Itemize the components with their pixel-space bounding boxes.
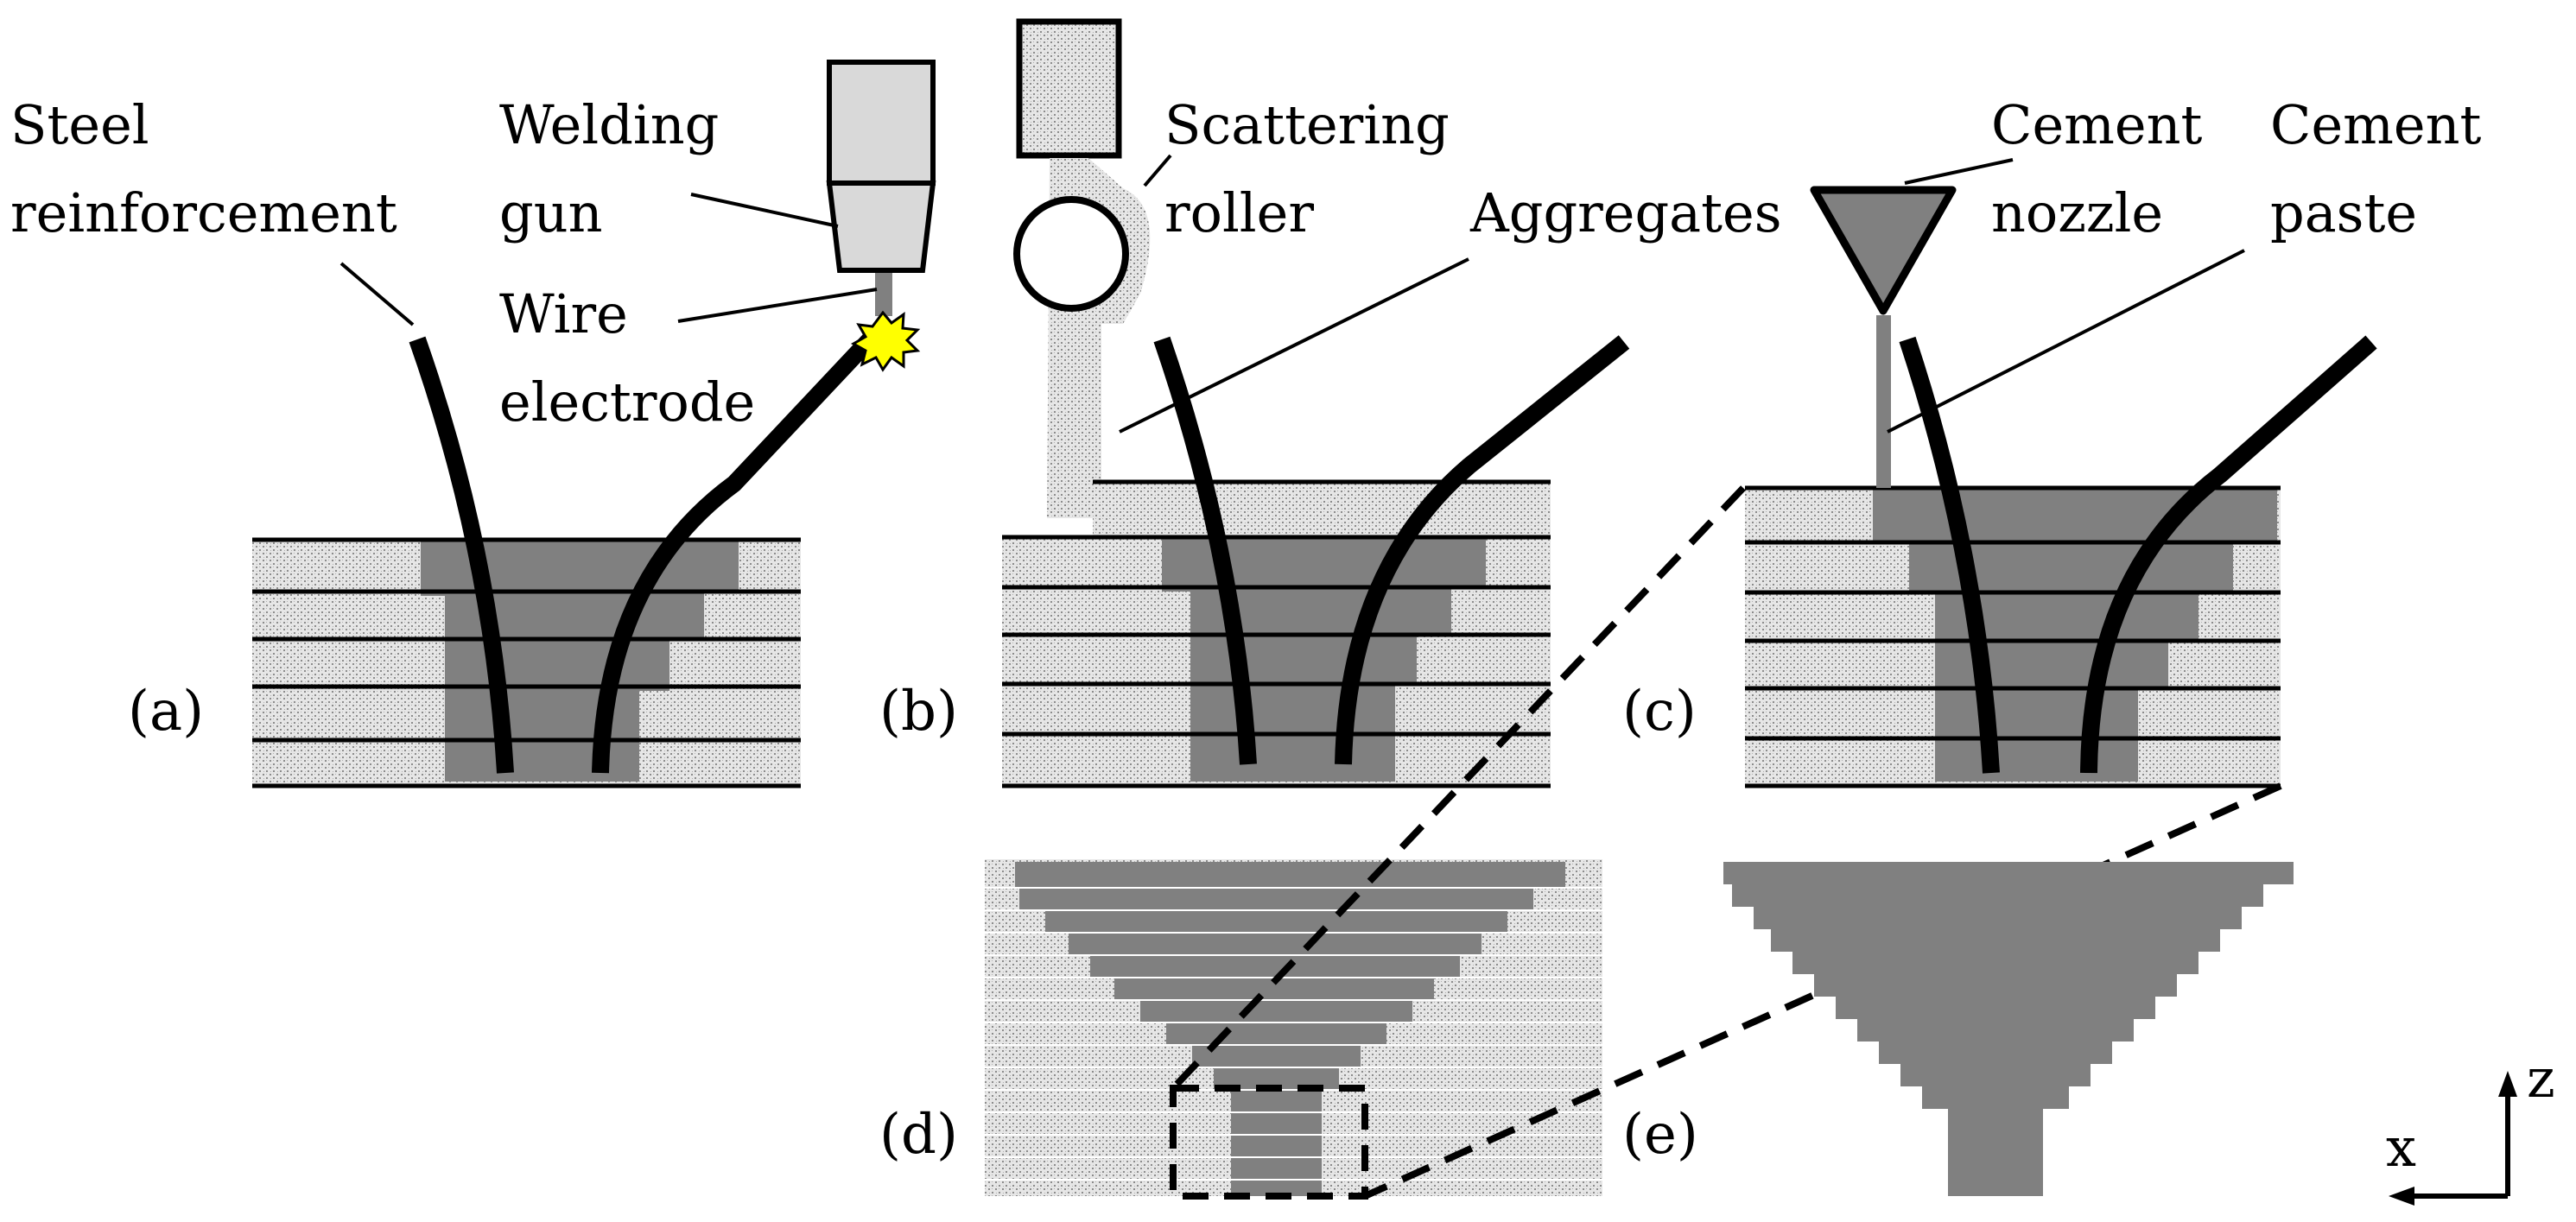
- rebar-right-a: [592, 331, 879, 774]
- label-cement-nozzle-1: Cement: [1991, 93, 2203, 156]
- layer-lines-c: [1745, 485, 2281, 788]
- z-axis-head: [2498, 1071, 2517, 1097]
- rebar-right-b: [1335, 335, 1630, 765]
- panel-a: Steel reinforcement Welding gun Wire ele…: [10, 60, 936, 788]
- welding-gun-nozzle: [826, 180, 936, 273]
- panel-label-a: (a): [128, 680, 204, 744]
- rebar-left-a: [409, 336, 514, 774]
- label-paste: paste: [2270, 181, 2417, 244]
- label-wire: Wire: [499, 282, 628, 345]
- panel-d: (d): [879, 859, 1602, 1200]
- panel-label-d: (d): [879, 1103, 958, 1167]
- scattering-roller: [1013, 196, 1129, 312]
- label-roller: roller: [1164, 181, 1314, 244]
- paste-region-c: [1873, 488, 2277, 782]
- leader-aggregates: [1119, 257, 1469, 434]
- detail-box-d: [1170, 1085, 1368, 1200]
- rebar-left-c: [1899, 336, 2000, 774]
- leader-cement-nozzle: [1904, 158, 2014, 185]
- label-reinforcement: reinforcement: [10, 181, 397, 244]
- axis-label-z: z: [2527, 1047, 2555, 1110]
- paste-tree-e: [1723, 862, 2294, 1196]
- label-scattering: Scattering: [1164, 93, 1450, 156]
- axis-label-x: x: [2386, 1116, 2416, 1179]
- panel-b: Scattering roller Aggregates (b): [879, 18, 1782, 788]
- label-aggregates: Aggregates: [1469, 181, 1782, 244]
- rebar-right-c: [2080, 335, 2377, 774]
- panel-label-b: (b): [879, 680, 958, 744]
- leader-wire-electrode: [677, 288, 878, 323]
- axes-indicator: z x: [2386, 1047, 2555, 1206]
- panel-c: Cement nozzle Cement paste (c): [1622, 93, 2482, 788]
- wire-electrode: [875, 273, 892, 316]
- panel-label-e: (e): [1622, 1103, 1698, 1167]
- weld-spark: [850, 310, 921, 372]
- label-steel: Steel: [10, 93, 149, 156]
- leader-cement-paste: [1887, 249, 2245, 434]
- paste-tree-d: [1015, 862, 1565, 1196]
- panel-e: (e): [1622, 862, 2294, 1196]
- rebar-left-b: [1153, 336, 1257, 765]
- label-electrode: electrode: [499, 370, 755, 434]
- layer-lines-b: [1002, 479, 1551, 788]
- label-cement-paste-1: Cement: [2270, 93, 2482, 156]
- label-nozzle: nozzle: [1991, 181, 2163, 244]
- leader-steel: [339, 262, 415, 326]
- layer-lines-d: [985, 887, 1602, 1181]
- cement-paste-stream: [1876, 315, 1891, 488]
- label-welding: Welding: [499, 93, 719, 156]
- label-gun: gun: [499, 181, 603, 244]
- welding-gun-body: [827, 60, 936, 186]
- leader-welding-gun: [690, 193, 839, 228]
- aggregate-new-layer-b: [1093, 482, 1551, 537]
- cement-nozzle: [1810, 186, 1957, 315]
- detail-connectors: [1171, 485, 2282, 1200]
- layer-lines-a: [252, 537, 801, 788]
- hopper: [1016, 18, 1122, 159]
- panel-label-c: (c): [1622, 680, 1697, 744]
- x-axis-head: [2389, 1187, 2414, 1206]
- leader-scattering-roller: [1143, 154, 1172, 187]
